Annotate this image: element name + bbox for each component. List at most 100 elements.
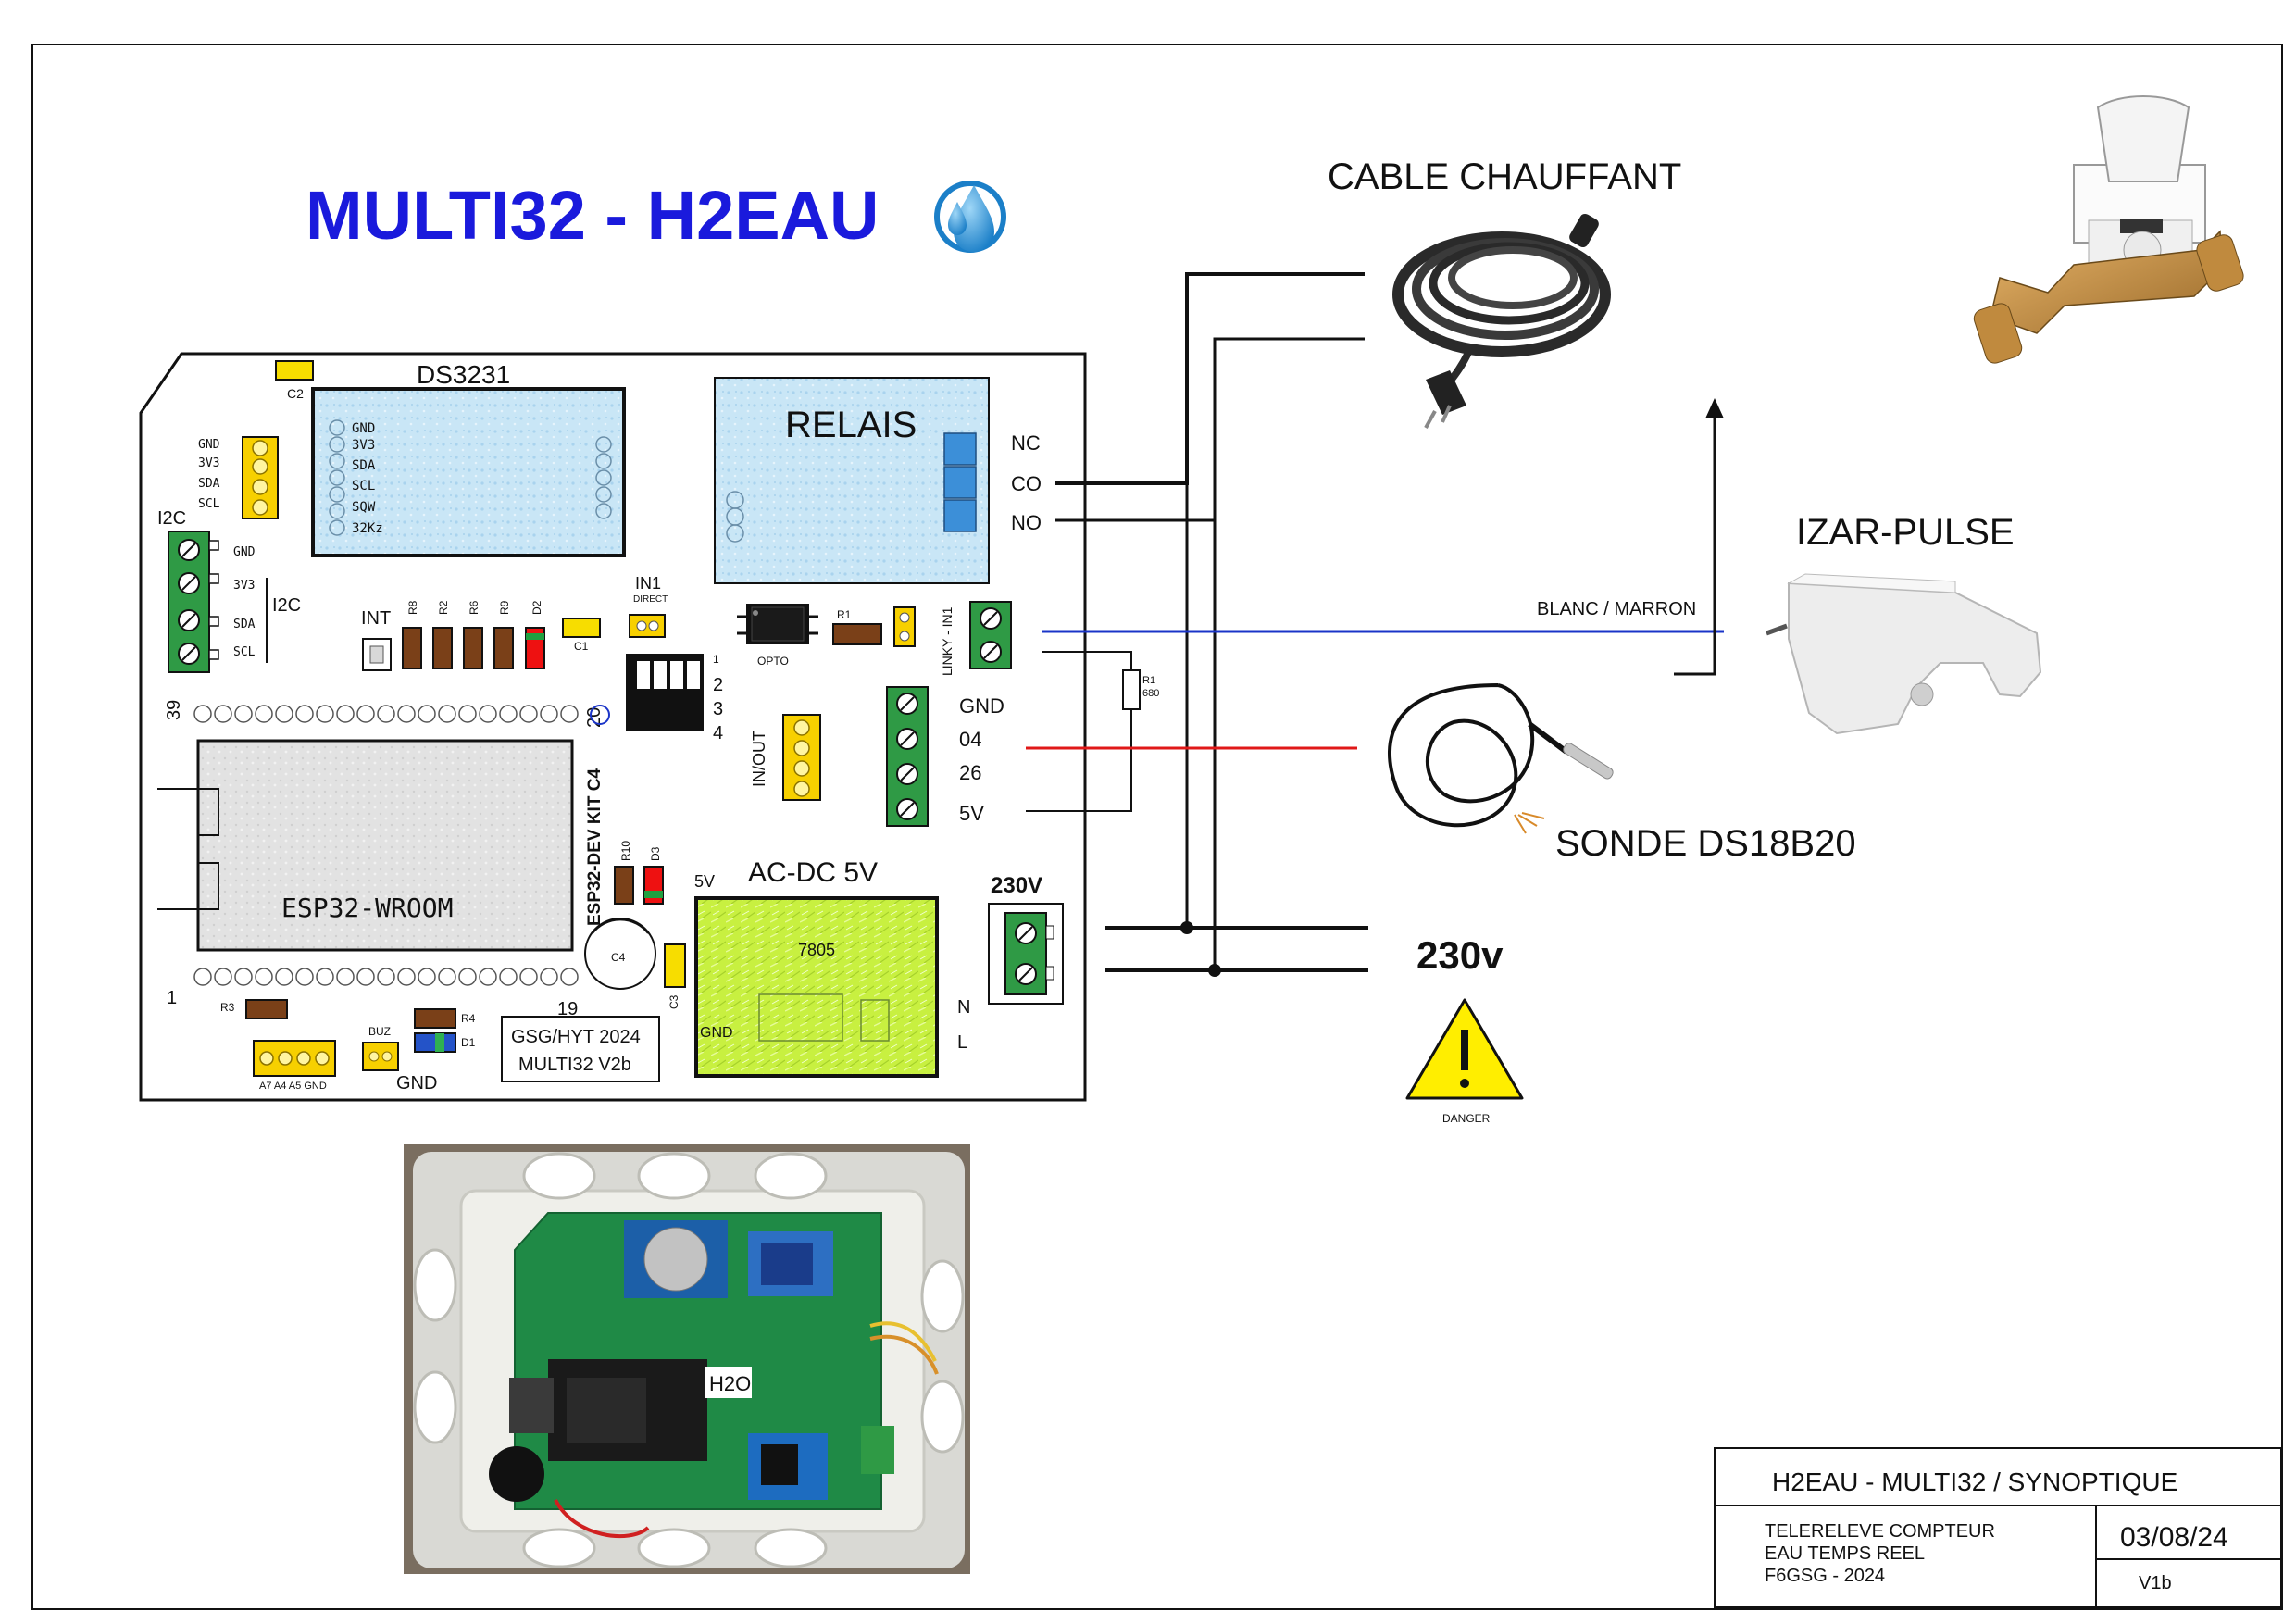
c4-capacitor <box>584 918 656 990</box>
title-block-version: V1b <box>2139 1573 2172 1593</box>
header-pin <box>499 968 518 986</box>
v230-l-label: L <box>957 1032 967 1053</box>
wire-izar-meter <box>1674 415 1716 676</box>
int-connector <box>362 638 392 671</box>
c2-label: C2 <box>287 386 304 401</box>
r10-label: R10 <box>619 841 632 861</box>
header-pin <box>356 968 375 986</box>
heating-cable-icon <box>1392 213 1611 429</box>
resistor-r2 <box>432 627 453 669</box>
relay-pin-nc-label: NC <box>1011 431 1041 455</box>
title-block-line-2: EAU TEMPS REEL <box>1765 1543 1925 1564</box>
esp32-module <box>196 739 574 952</box>
relay-pin-no-label: NO <box>1011 511 1042 534</box>
gpio-pin-gnd-label: GND <box>959 694 1004 718</box>
wire-relay-no <box>1055 337 1365 522</box>
arrow-up-icon <box>1705 398 1724 418</box>
r6-label: R6 <box>468 600 480 615</box>
header-pin <box>377 968 395 986</box>
header-pin <box>234 968 253 986</box>
ds3231-pin-3v3: 3V3 <box>352 438 375 453</box>
water-drop-icon <box>934 181 1006 253</box>
header-pin <box>418 705 436 723</box>
header-pin <box>397 968 416 986</box>
header-pin <box>336 968 355 986</box>
dip-label-1: 1 <box>713 653 719 666</box>
c1-capacitor <box>562 618 601 638</box>
page-frame <box>31 44 2283 1610</box>
i2c-terminal-pin-gnd: GND <box>233 545 256 559</box>
credit-line-2: MULTI32 V2b <box>518 1055 631 1075</box>
r8-label: R8 <box>406 600 419 615</box>
header-pin <box>275 968 293 986</box>
resistor-r9 <box>493 627 514 669</box>
junction-1 <box>1180 921 1193 934</box>
in1-jumper <box>629 614 666 638</box>
sonde-ds18b20-label: SONDE DS18B20 <box>1555 823 1856 864</box>
header-pin <box>316 705 334 723</box>
in1-sub-label: DIRECT <box>633 594 668 605</box>
pin-1-label: 1 <box>167 988 177 1008</box>
d1-label: D1 <box>461 1036 476 1049</box>
ds3231-module <box>311 387 626 557</box>
header-pin <box>438 705 456 723</box>
gpio-pin-26-label: 26 <box>959 761 981 784</box>
i2c-header-pin-scl: SCL <box>198 497 220 511</box>
header-pin <box>295 968 314 986</box>
d2-label: D2 <box>530 600 543 615</box>
i2c-terminal-pin-scl: SCL <box>233 645 256 659</box>
pin-20-label: 20 <box>584 707 605 728</box>
header-pin <box>479 968 497 986</box>
acdc-5v-label: 5V <box>694 872 715 891</box>
dip-label-2: 2 <box>713 675 723 695</box>
cable-chauffant-label: CABLE CHAUFFANT <box>1328 156 1681 197</box>
title-block <box>1714 1447 2282 1608</box>
i2c-header-pin-sda: SDA <box>198 477 220 491</box>
header-pin <box>418 968 436 986</box>
header-pin <box>214 705 232 723</box>
header-pin <box>214 968 232 986</box>
relay-module <box>714 377 990 584</box>
resistor-r10 <box>614 866 634 905</box>
header-pin <box>479 705 497 723</box>
c3-capacitor <box>664 943 686 988</box>
in1-label: IN1 <box>635 574 661 593</box>
ds3231-pin-sqw: SQW <box>352 500 376 515</box>
in-out-label: IN/OUT <box>750 731 768 787</box>
v230-label: 230V <box>991 873 1042 898</box>
esp32-top-pin-row <box>193 705 579 723</box>
opto-label: OPTO <box>757 655 789 668</box>
v230-external-label: 230v <box>1416 933 1504 977</box>
gpio-pin-5v-label: 5V <box>959 802 984 825</box>
header-pin <box>356 705 375 723</box>
resistor-r3 <box>245 999 288 1019</box>
wiring <box>1026 272 1724 972</box>
izar-pulse-label: IZAR-PULSE <box>1796 512 2015 553</box>
resistor-r4 <box>414 1008 456 1029</box>
danger-label: DANGER <box>1442 1112 1491 1125</box>
header-pin <box>560 705 579 723</box>
title-block-line-3: F6GSG - 2024 <box>1765 1566 1885 1586</box>
i2c-header-pin-3v3: 3V3 <box>198 456 219 470</box>
c3-label: C3 <box>668 994 680 1009</box>
dip-label-4: 4 <box>713 723 723 743</box>
diagram-title: MULTI32 - H2EAU <box>306 177 879 254</box>
ds3231-pin-scl: SCL <box>352 479 375 493</box>
header-pin <box>255 968 273 986</box>
relay-pin-co-pad <box>943 466 977 499</box>
i2c-terminal-pin-3v3: 3V3 <box>233 579 255 593</box>
header-pin <box>540 705 558 723</box>
relay-pin-no-pad <box>943 499 977 532</box>
c2-capacitor <box>275 360 314 381</box>
gpio-terminal-block <box>886 686 929 827</box>
gnd-label: GND <box>396 1073 437 1093</box>
r9-label: R9 <box>498 600 511 615</box>
credit-box <box>501 1016 660 1082</box>
pcb-board: C2 DS3231 GND 3V3 SDA SCL SQW 32Kz GND 3… <box>139 352 1087 1102</box>
r1-label: R1 <box>837 608 852 621</box>
header-pin <box>275 705 293 723</box>
ds3231-label: DS3231 <box>417 360 510 389</box>
header-pin <box>458 968 477 986</box>
i2c-terminal-block <box>168 531 219 673</box>
analog-pins-label: A7 A4 A5 GND <box>259 1081 327 1092</box>
